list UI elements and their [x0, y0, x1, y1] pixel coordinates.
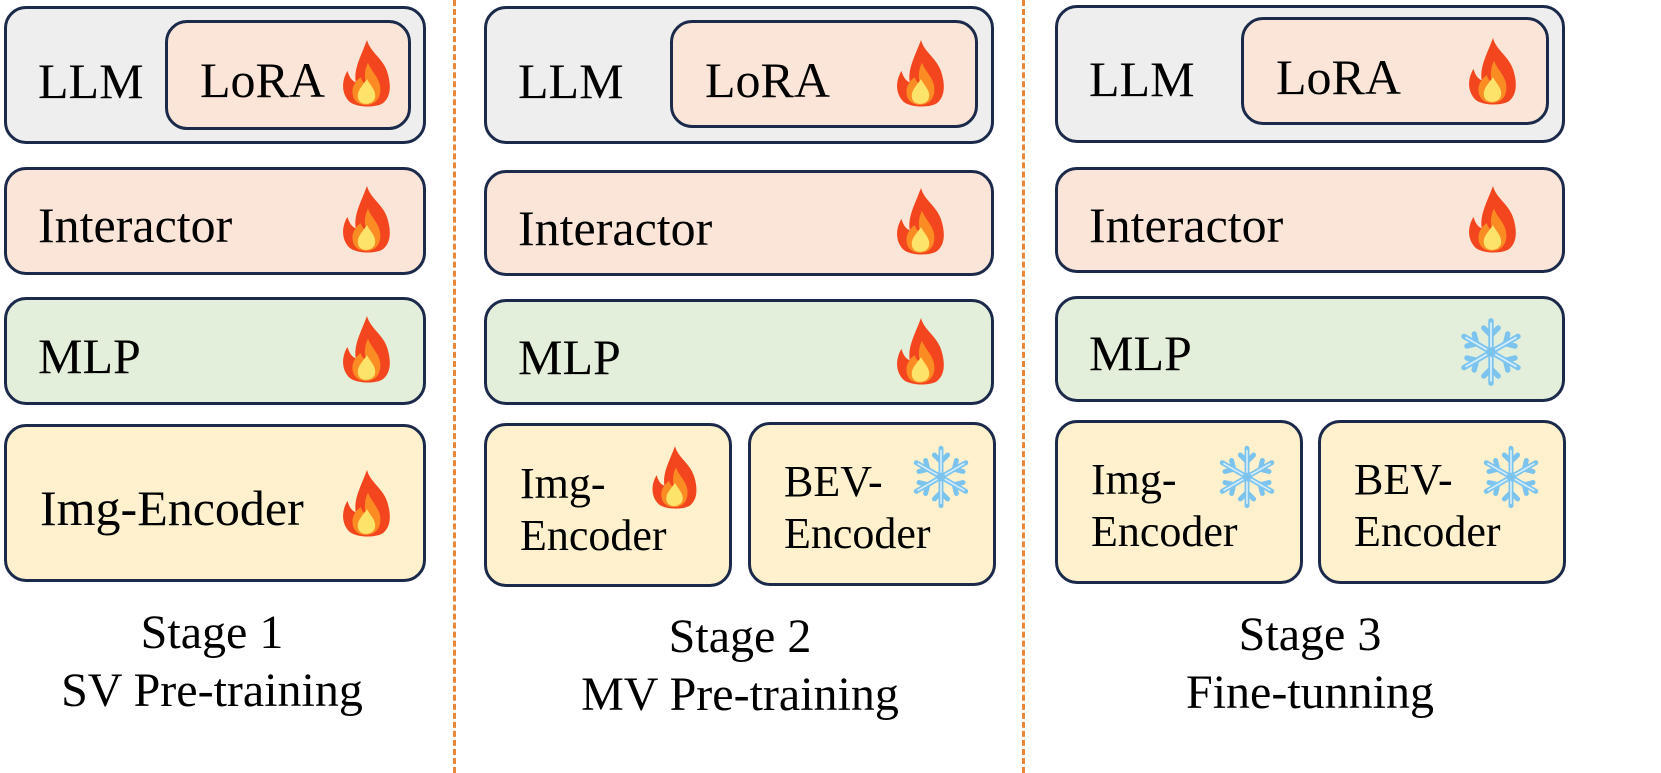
fire-icon [336, 468, 398, 540]
interactor-block [484, 170, 994, 276]
stage-title: Stage 3 [1238, 608, 1382, 661]
snowflake-icon [1478, 444, 1544, 510]
stage-subtitle: SV Pre-training [61, 664, 363, 717]
lora-label: LoRA [1276, 49, 1401, 105]
lora-label: LoRA [705, 52, 830, 108]
interactor-label: Interactor [38, 197, 233, 253]
img-encoder-label: Img-Encoder [40, 480, 304, 536]
fire-icon [890, 186, 952, 258]
img-encoder-block [484, 423, 732, 587]
bev-encoder-label-line1: BEV- [784, 457, 883, 506]
mlp-label: MLP [518, 329, 621, 385]
fire-icon [646, 444, 704, 512]
fire-icon [1462, 184, 1524, 256]
img-encoder-label-line2: Encoder [1091, 507, 1238, 556]
interactor-label: Interactor [518, 200, 713, 256]
img-encoder-block [4, 424, 426, 582]
bev-encoder-label-line2: Encoder [784, 509, 931, 558]
img-encoder-label-line1: Img- [1091, 455, 1177, 504]
snowflake-icon [908, 444, 974, 510]
llm-label: LLM [38, 53, 144, 109]
stage-title: Stage 1 [140, 606, 284, 659]
mlp-block [1055, 296, 1565, 402]
img-encoder-block [1055, 420, 1303, 584]
mlp-label: MLP [38, 328, 141, 384]
img-encoder-label-line1: Img- [520, 459, 606, 508]
stage-divider-1 [453, 0, 456, 773]
stage-caption: Stage 1 SV Pre-training [0, 604, 442, 720]
mlp-label: MLP [1089, 325, 1192, 381]
bev-encoder-label-line2: Encoder [1354, 507, 1501, 556]
stage-subtitle: MV Pre-training [581, 668, 899, 721]
stage-divider-2 [1022, 0, 1025, 773]
interactor-block [4, 167, 426, 275]
stage-subtitle: Fine-tunning [1186, 666, 1434, 719]
stage-caption: Stage 3 Fine-tunning [1080, 606, 1540, 722]
llm-label: LLM [518, 53, 624, 109]
llm-label: LLM [1089, 51, 1195, 107]
bev-encoder-label: BEV- Encoder [1354, 454, 1501, 558]
fire-icon [336, 38, 398, 110]
img-encoder-label-line2: Encoder [520, 511, 667, 560]
snowflake-icon [1455, 316, 1527, 388]
fire-icon [336, 184, 398, 256]
fire-icon [336, 314, 398, 386]
fire-icon [1462, 36, 1524, 108]
bev-encoder-label: BEV- Encoder [784, 456, 931, 560]
mlp-block [484, 299, 994, 405]
stage-caption: Stage 2 MV Pre-training [510, 608, 970, 724]
interactor-block [1055, 167, 1565, 273]
bev-encoder-block [1318, 420, 1566, 584]
interactor-label: Interactor [1089, 197, 1284, 253]
fire-icon [890, 38, 952, 110]
img-encoder-label: Img- Encoder [1091, 454, 1238, 558]
bev-encoder-block [748, 422, 996, 586]
fire-icon [890, 316, 952, 388]
stage-title: Stage 2 [668, 610, 812, 663]
lora-label: LoRA [200, 52, 325, 108]
bev-encoder-label-line1: BEV- [1354, 455, 1453, 504]
snowflake-icon [1214, 444, 1280, 510]
img-encoder-label: Img- Encoder [520, 458, 667, 562]
